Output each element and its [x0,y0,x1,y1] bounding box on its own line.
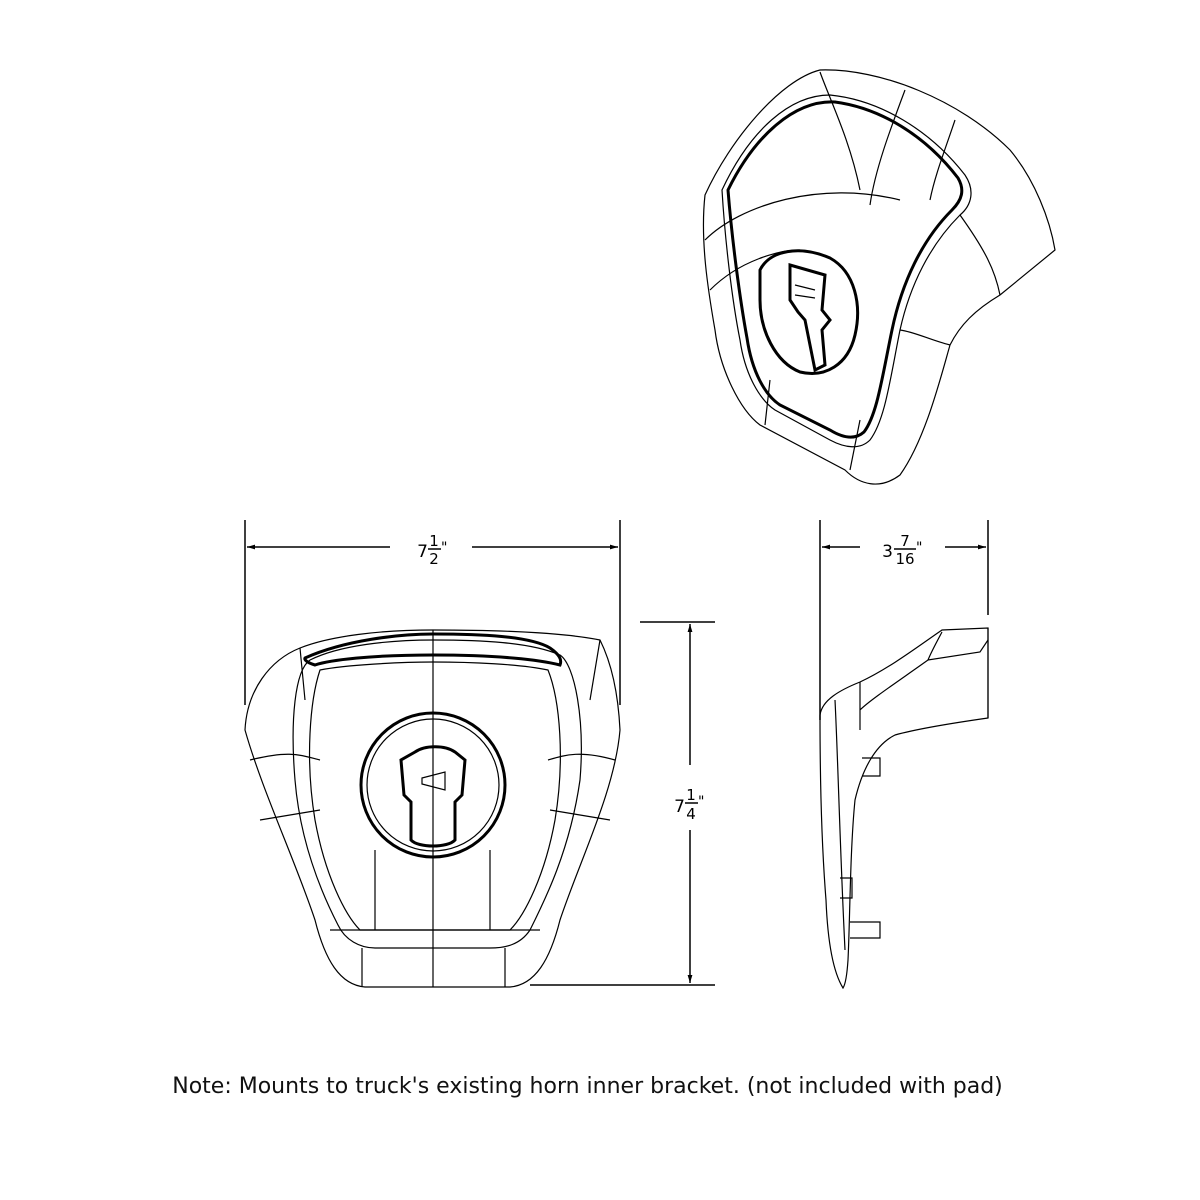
front-view [244,629,621,988]
width-dimension: 7 1 2 " [244,520,621,705]
depth-unit: " [916,540,922,556]
side-view [819,627,989,990]
depth-dimension: 3 7 16 " [819,520,989,720]
isometric-view [702,69,1056,485]
width-whole: 7 [417,542,428,562]
height-denominator: 4 [686,805,696,823]
depth-numerator: 7 [900,532,910,550]
height-numerator: 1 [686,786,696,804]
height-unit: " [698,794,704,810]
mounting-note: Note: Mounts to truck's existing horn in… [172,1074,1003,1099]
width-denominator: 2 [429,550,439,568]
depth-whole: 3 [882,542,893,562]
depth-denominator: 16 [895,550,914,568]
width-numerator: 1 [429,532,439,550]
width-unit: " [441,540,447,556]
height-whole: 7 [674,797,685,817]
height-dimension: 7 1 4 " [530,621,715,986]
